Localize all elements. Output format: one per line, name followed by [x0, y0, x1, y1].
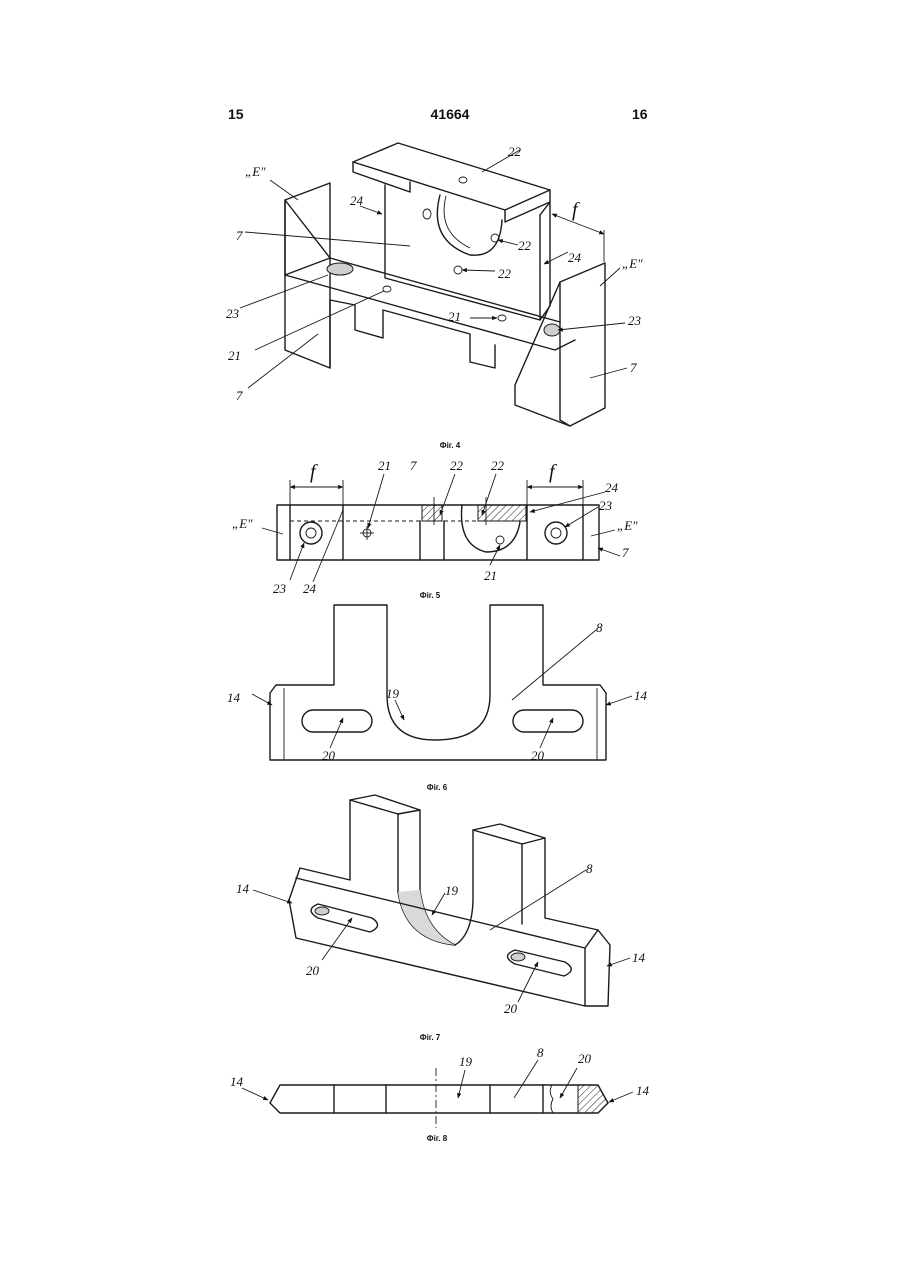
fig8-label-14-right: 14 — [636, 1083, 650, 1098]
fig6-label-8: 8 — [596, 620, 603, 635]
fig5-label-24-right: 24 — [605, 480, 619, 495]
figure-8: 14 14 19 8 20 Фіг. 8 — [230, 1045, 650, 1143]
fig5-label-21-bottom: 21 — [484, 568, 497, 583]
fig7-caption: Фіг. 7 — [420, 1033, 441, 1042]
fig8-caption: Фіг. 8 — [427, 1134, 448, 1143]
fig4-label-7-bottom: 7 — [236, 388, 243, 403]
fig7-label-20-left: 20 — [306, 963, 320, 978]
figure-5: f f 21 7 22 22 24 23 „E" „E" 7 23 24 21 … — [232, 458, 638, 600]
figure-7: 8 19 14 14 20 20 Фіг. 7 — [236, 795, 646, 1042]
fig6-label-14-right: 14 — [634, 688, 648, 703]
fig4-label-22-mid: 22 — [518, 238, 532, 253]
fig4-label-E-left: „E" — [245, 164, 266, 179]
fig8-label-8: 8 — [537, 1045, 544, 1060]
fig6-label-20-left: 20 — [322, 748, 336, 763]
fig5-label-22-a: 22 — [450, 458, 464, 473]
fig5-label-23-right: 23 — [599, 498, 613, 513]
fig5-label-21-top: 21 — [378, 458, 391, 473]
fig8-label-19: 19 — [459, 1054, 473, 1069]
fig4-label-22-low: 22 — [498, 266, 512, 281]
fig5-caption: Фіг. 5 — [420, 591, 441, 600]
fig4-label-23-right: 23 — [628, 313, 642, 328]
fig5-label-7-top: 7 — [410, 458, 417, 473]
fig5-label-f-left: f — [310, 461, 318, 483]
fig4-label-23-left: 23 — [226, 306, 240, 321]
figure-4: „E" 22 24 7 f 22 24 22 „E" 23 21 23 21 7… — [226, 143, 643, 450]
fig7-label-14-right: 14 — [632, 950, 646, 965]
fig5-label-E-left: „E" — [232, 516, 253, 531]
fig5-label-23-left: 23 — [273, 581, 287, 596]
fig5-label-7-right: 7 — [622, 545, 629, 560]
fig5-label-22-b: 22 — [491, 458, 505, 473]
fig4-label-7-right: 7 — [630, 360, 637, 375]
fig6-caption: Фіг. 6 — [427, 783, 448, 792]
fig4-label-E-right: „E" — [622, 256, 643, 271]
fig5-label-24-left: 24 — [303, 581, 317, 596]
fig4-label-21-left: 21 — [228, 348, 241, 363]
fig7-label-19: 19 — [445, 883, 459, 898]
figure-6: 8 19 14 14 20 20 Фіг. 6 — [227, 605, 648, 792]
fig6-label-20-right: 20 — [531, 748, 545, 763]
fig8-label-20: 20 — [578, 1051, 592, 1066]
fig6-label-14-left: 14 — [227, 690, 241, 705]
fig4-label-7-left: 7 — [236, 228, 243, 243]
fig4-label-24-left: 24 — [350, 193, 364, 208]
fig8-label-14-left: 14 — [230, 1074, 244, 1089]
fig5-label-f-right: f — [549, 461, 557, 483]
fig4-label-22-top: 22 — [508, 144, 522, 159]
fig7-label-20-right: 20 — [504, 1001, 518, 1016]
fig7-label-8: 8 — [586, 861, 593, 876]
fig4-caption: Фіг. 4 — [440, 441, 461, 450]
fig5-label-E-right: „E" — [617, 518, 638, 533]
fig4-label-f: f — [572, 199, 580, 221]
fig4-label-21-mid: 21 — [448, 309, 461, 324]
fig6-label-19: 19 — [386, 686, 400, 701]
fig7-label-14-left: 14 — [236, 881, 250, 896]
fig4-label-24-right: 24 — [568, 250, 582, 265]
